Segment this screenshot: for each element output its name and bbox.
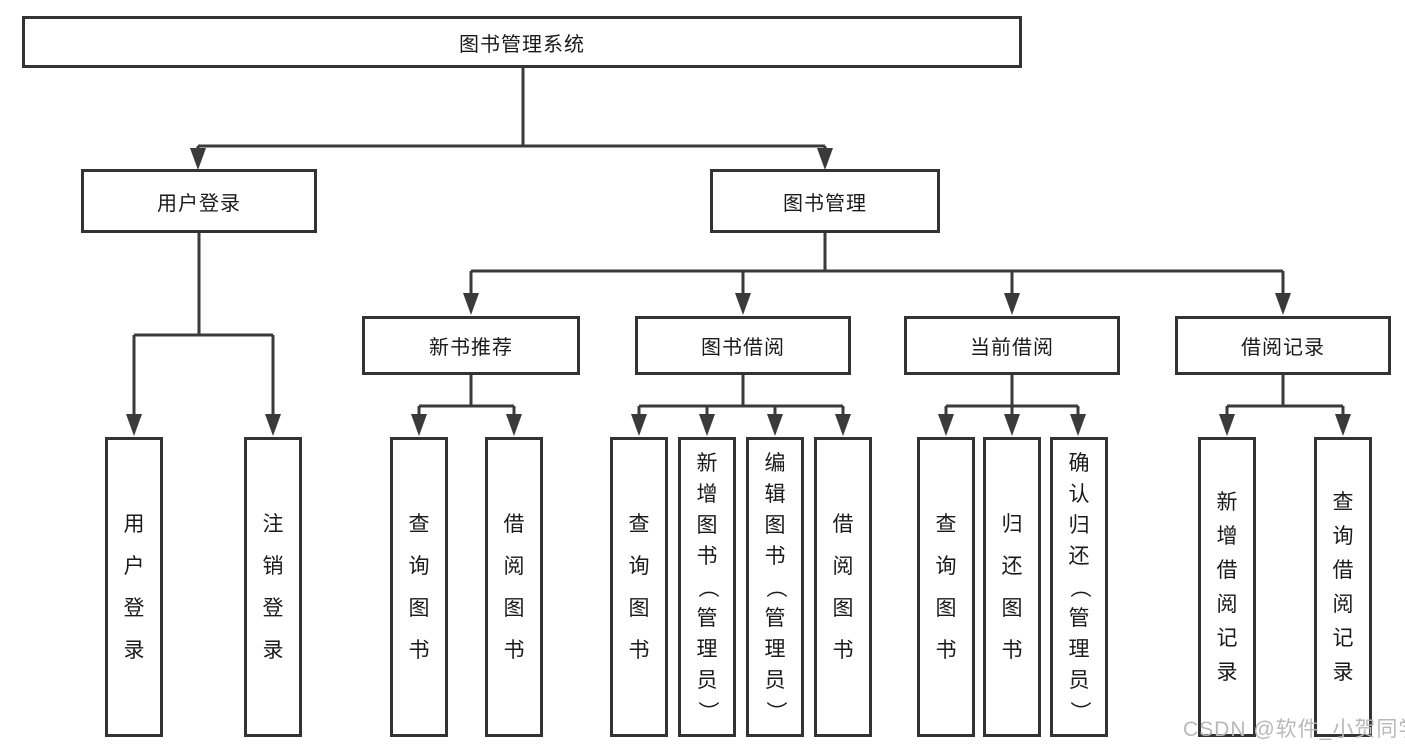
leaf-borrow-books: 借阅图书 xyxy=(814,437,872,737)
leaf-return-book: 归还图书 xyxy=(983,437,1041,737)
node-library-system: 图书管理系统 xyxy=(22,16,1022,68)
leaf-label: 用户登录 xyxy=(123,512,145,662)
leaf-label: 查询图书 xyxy=(408,512,430,662)
leaf-confirm-return-admin: 确认归还（管理员） xyxy=(1050,437,1108,737)
leaf-edit-book-admin: 编辑图书（管理员） xyxy=(746,437,804,737)
node-book-borrow: 图书借阅 xyxy=(635,316,851,375)
leaf-logout-login: 注销登录 xyxy=(244,437,302,737)
leaf-query-books-recommend: 查询图书 xyxy=(390,437,448,737)
node-book-management: 图书管理 xyxy=(710,169,940,233)
leaf-query-books-current: 查询图书 xyxy=(917,437,975,737)
node-label: 图书管理 xyxy=(783,192,867,215)
leaf-borrow-books-recommend: 借阅图书 xyxy=(485,437,543,737)
leaf-label: 确认归还（管理员） xyxy=(1067,451,1091,722)
arrowheads xyxy=(126,148,1351,436)
node-current-borrow: 当前借阅 xyxy=(904,316,1120,375)
leaf-label: 查询图书 xyxy=(935,512,957,662)
leaf-label: 查询借阅记录 xyxy=(1332,490,1354,684)
leaf-label: 编辑图书（管理员） xyxy=(763,451,787,722)
node-user-login: 用户登录 xyxy=(81,169,317,233)
leaf-query-books-borrow: 查询图书 xyxy=(610,437,668,737)
leaf-add-borrow-record: 新增借阅记录 xyxy=(1198,437,1256,737)
leaf-label: 注销登录 xyxy=(262,512,284,662)
leaf-add-book-admin: 新增图书（管理员） xyxy=(678,437,736,737)
leaf-user-login: 用户登录 xyxy=(105,437,163,737)
node-label: 当前借阅 xyxy=(970,337,1054,359)
node-label: 新书推荐 xyxy=(429,337,513,359)
leaf-label: 查询图书 xyxy=(628,512,650,662)
leaf-query-borrow-record: 查询借阅记录 xyxy=(1314,437,1372,737)
leaf-label: 归还图书 xyxy=(1001,512,1023,662)
node-new-book-recommend: 新书推荐 xyxy=(362,316,580,375)
leaf-label: 借阅图书 xyxy=(503,512,525,662)
leaf-label: 新增借阅记录 xyxy=(1216,490,1238,684)
node-label: 图书管理系统 xyxy=(459,33,585,56)
node-label: 借阅记录 xyxy=(1241,337,1325,359)
node-label: 用户登录 xyxy=(157,192,241,215)
node-borrow-records: 借阅记录 xyxy=(1175,316,1391,375)
leaf-label: 借阅图书 xyxy=(832,512,854,662)
node-label: 图书借阅 xyxy=(701,337,785,359)
leaf-label: 新增图书（管理员） xyxy=(695,451,719,722)
